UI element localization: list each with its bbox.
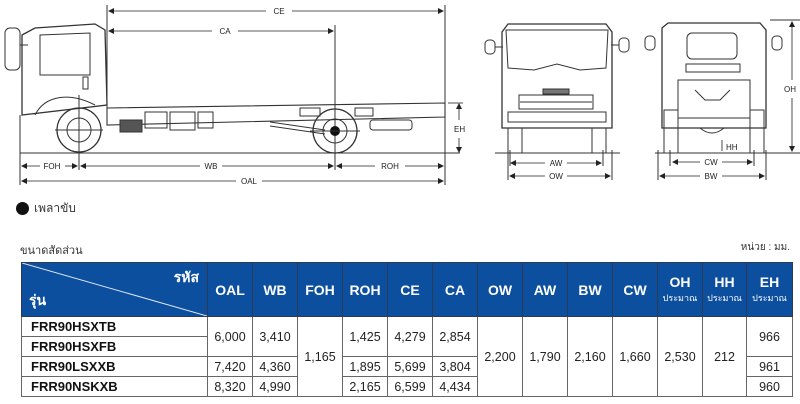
ca-cell: 2,854 <box>432 316 478 357</box>
eh-cell: 960 <box>746 376 793 397</box>
header-ca: CA <box>432 262 478 317</box>
drive-axle-legend: เพลาขับ <box>16 199 76 218</box>
dim-label-foh: FOH <box>44 162 61 171</box>
dim-label-roh: ROH <box>381 162 399 171</box>
table-header-row: รหัส รุ่น OAL WB FOH ROH CE CA OW AW BW … <box>21 262 793 317</box>
rear-view <box>644 19 800 180</box>
header-bw: BW <box>567 262 613 317</box>
roh-cell: 1,895 <box>342 356 388 377</box>
header-foh: FOH <box>297 262 343 317</box>
model-cell: FRR90HSXTB <box>21 316 208 337</box>
oal-cell: 8,320 <box>207 376 253 397</box>
table-row: FRR90NSKXB 8,320 4,990 2,165 6,599 4,434… <box>21 376 793 397</box>
table-row: FRR90LSXXB 7,420 4,360 1,895 5,699 3,804… <box>21 356 793 377</box>
ow-cell: 2,200 <box>477 316 523 397</box>
front-view <box>484 23 630 180</box>
ca-cell: 4,434 <box>432 376 478 397</box>
oh-cell: 2,530 <box>657 316 703 397</box>
dim-label-wb: WB <box>205 162 218 171</box>
ca-cell: 3,804 <box>432 356 478 377</box>
header-ow: OW <box>477 262 523 317</box>
drive-axle-label: เพลาขับ <box>34 201 76 215</box>
side-view <box>4 5 460 185</box>
model-cell: FRR90LSXXB <box>21 356 208 377</box>
dim-label-ow: OW <box>549 172 563 181</box>
dim-label-hh: HH <box>726 143 738 152</box>
table-row: FRR90HSXFB <box>21 336 793 357</box>
dim-label-ca: CA <box>219 27 231 36</box>
roh-cell: 2,165 <box>342 376 388 397</box>
wb-cell: 3,410 <box>252 316 298 357</box>
wb-cell: 4,990 <box>252 376 298 397</box>
header-oal: OAL <box>207 262 253 317</box>
dimensions-table: รหัส รุ่น OAL WB FOH ROH CE CA OW AW BW … <box>21 262 793 397</box>
header-model-label: รุ่น <box>29 292 47 308</box>
ce-cell: 4,279 <box>387 316 433 357</box>
model-cell: FRR90NSKXB <box>21 376 208 397</box>
bw-cell: 2,160 <box>567 316 613 397</box>
truck-dimension-drawing: CE CA FOH WB ROH OAL EH AW OW <box>4 5 800 186</box>
hh-cell: 212 <box>702 316 747 397</box>
header-ce: CE <box>387 262 433 317</box>
aw-cell: 1,790 <box>522 316 568 397</box>
eh-cell: 961 <box>746 356 793 377</box>
ce-cell: 5,699 <box>387 356 433 377</box>
oal-cell: 6,000 <box>207 316 253 357</box>
filled-circle-icon <box>16 202 29 215</box>
eh-cell: 966 <box>746 316 793 357</box>
header-code-label: รหัส <box>173 269 199 285</box>
header-aw: AW <box>522 262 568 317</box>
dim-label-oal: OAL <box>241 177 258 186</box>
cw-cell: 1,660 <box>612 316 658 397</box>
wb-cell: 4,360 <box>252 356 298 377</box>
unit-note: หน่วย : มม. <box>740 242 790 253</box>
dim-label-cw: CW <box>704 158 718 167</box>
dim-label-ce: CE <box>273 7 284 16</box>
header-roh: ROH <box>342 262 388 317</box>
diagonal-divider <box>22 263 207 316</box>
ce-cell: 6,599 <box>387 376 433 397</box>
dim-label-aw: AW <box>550 159 563 168</box>
dim-label-oh: OH <box>784 85 796 94</box>
header-wb: WB <box>252 262 298 317</box>
header-cw: CW <box>612 262 658 317</box>
model-cell: FRR90HSXFB <box>21 336 208 357</box>
roh-cell: 1,425 <box>342 316 388 357</box>
dim-label-bw: BW <box>705 172 718 181</box>
header-corner-cell: รหัส รุ่น <box>21 262 208 317</box>
oal-cell: 7,420 <box>207 356 253 377</box>
foh-cell: 1,165 <box>297 316 343 397</box>
dim-label-eh: EH <box>454 125 465 134</box>
section-title: ขนาดสัดส่วน <box>20 245 83 257</box>
table-row: FRR90HSXTB 6,000 3,410 1,165 1,425 4,279… <box>21 316 793 397</box>
